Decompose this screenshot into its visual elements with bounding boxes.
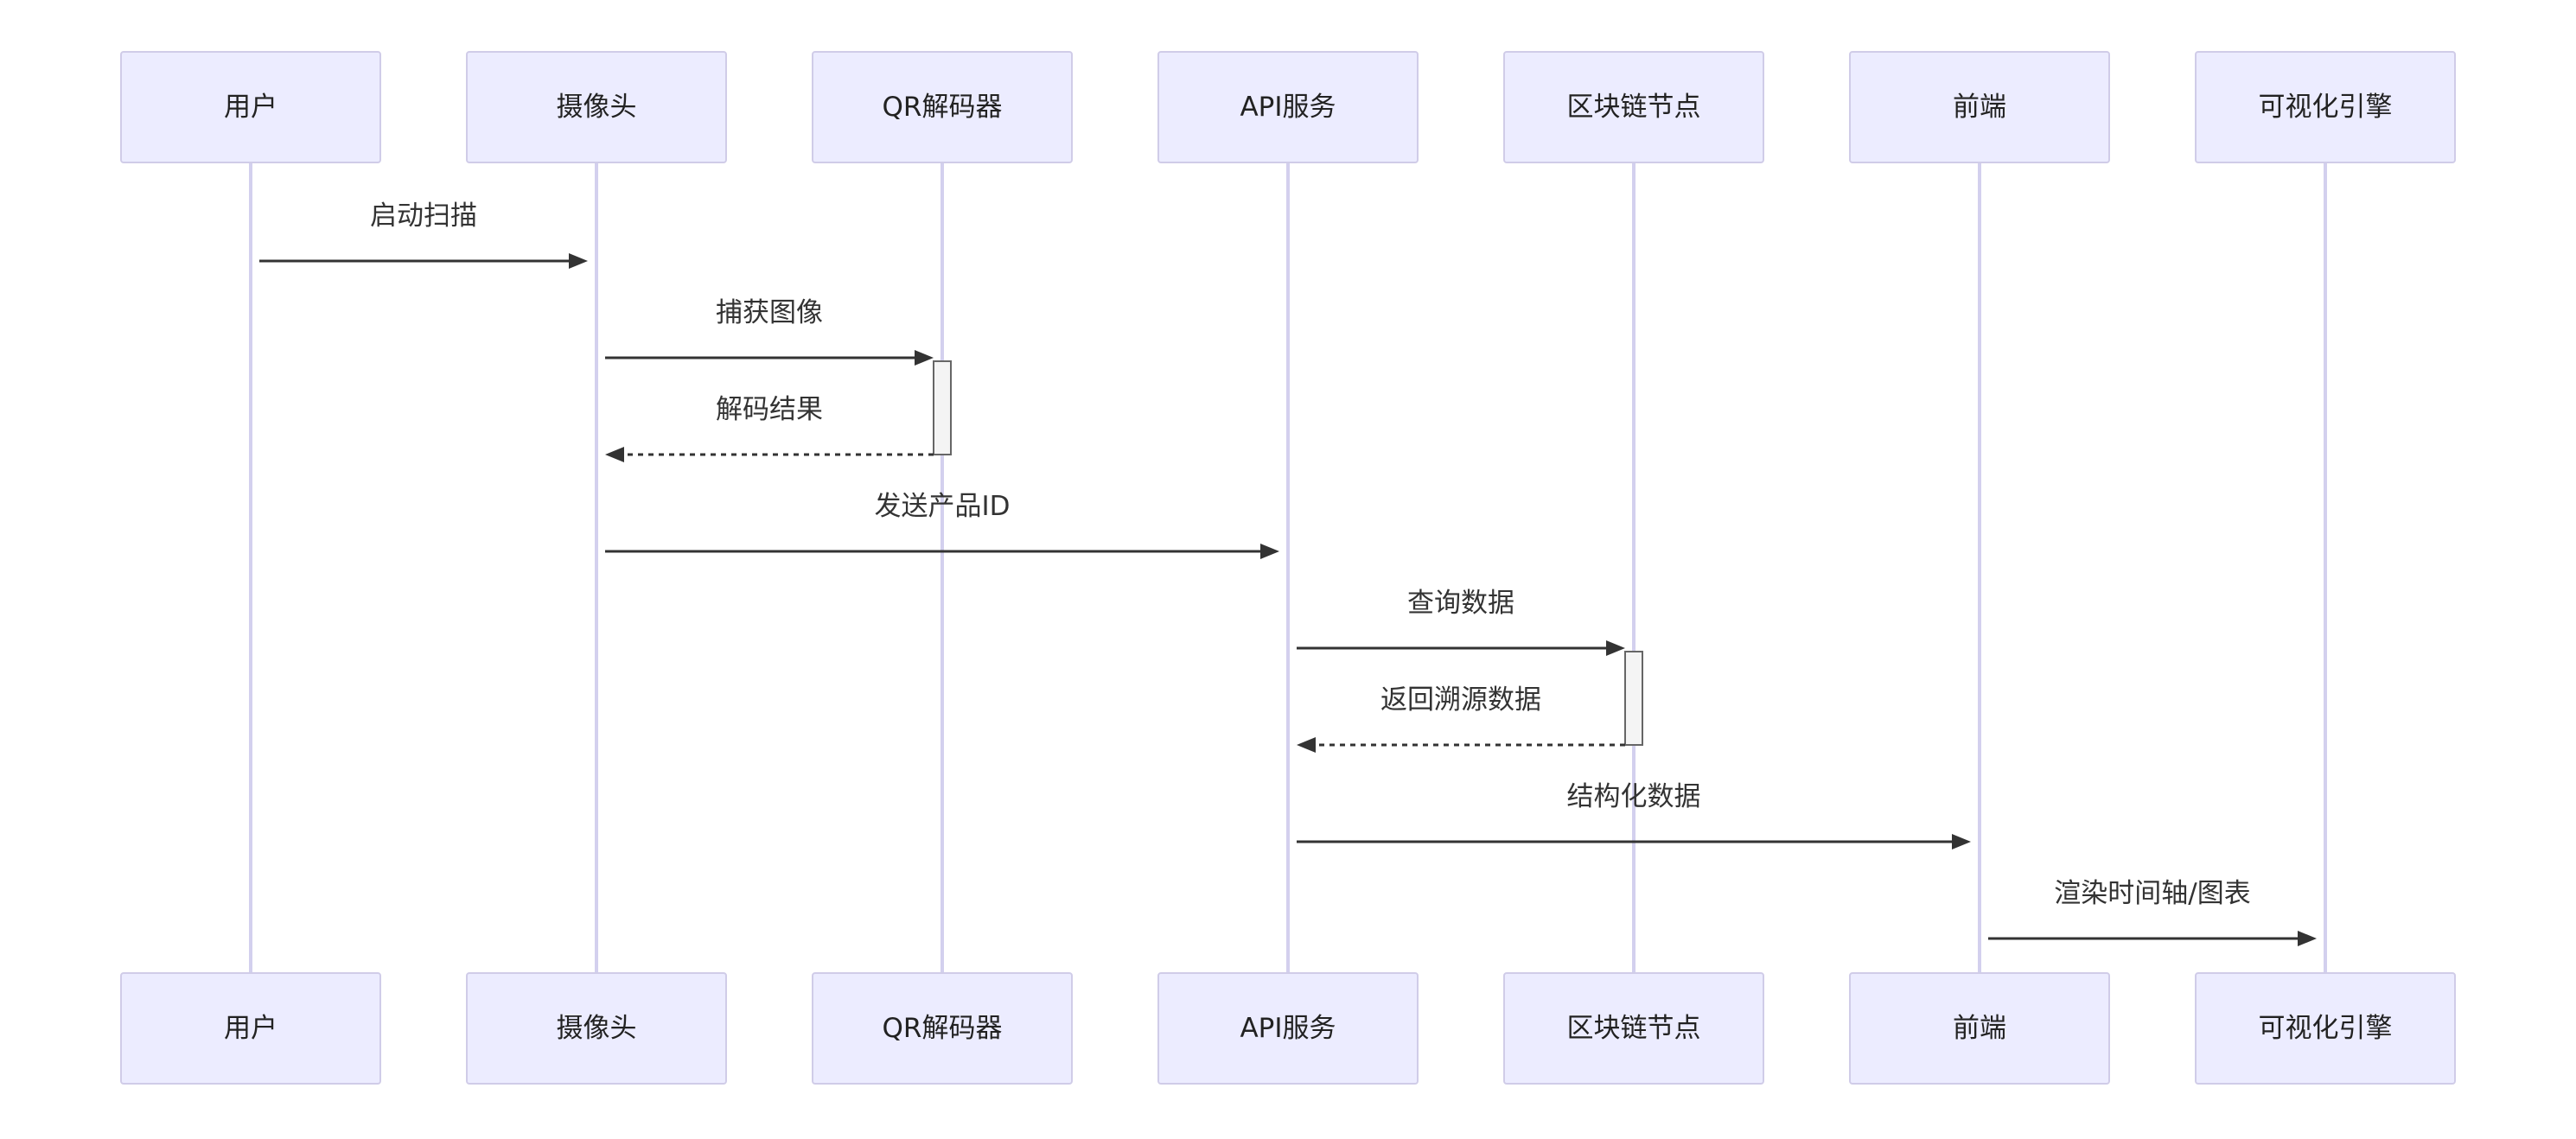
lifelines (249, 162, 2327, 973)
actor-box (120, 51, 381, 163)
actor-label: 区块链节点 (1567, 92, 1701, 123)
actor-camera-bottom: 摄像头 (466, 972, 727, 1085)
activation-bar-chain (1624, 651, 1643, 746)
actor-label: 用户 (224, 92, 277, 123)
arrowhead-icon (1606, 640, 1625, 656)
actor-box (466, 972, 727, 1085)
actor-label: QR解码器 (883, 1013, 1003, 1044)
actor-api-top: API服务 (1157, 51, 1419, 163)
actor-box (466, 51, 727, 163)
actor-user-top: 用户 (120, 51, 381, 163)
actor-label: 区块链节点 (1567, 1013, 1701, 1044)
actor-box (1157, 51, 1419, 163)
message-label: 捕获图像 (716, 297, 823, 328)
actor-box (2195, 51, 2456, 163)
message-5: 返回溯源数据 (1297, 684, 1625, 753)
arrowhead-icon (915, 350, 934, 366)
message-1: 捕获图像 (605, 297, 934, 366)
actor-box (2195, 972, 2456, 1085)
actor-chain-top: 区块链节点 (1503, 51, 1764, 163)
arrowhead-icon (605, 447, 624, 462)
activations (933, 360, 1643, 746)
actor-label: 用户 (224, 1013, 277, 1044)
actor-label: QR解码器 (883, 92, 1003, 123)
actor-label: 前端 (1953, 1013, 2006, 1044)
actor-box (1849, 972, 2110, 1085)
actor-box (1157, 972, 1419, 1085)
actor-label: 摄像头 (557, 1013, 637, 1044)
message-label: 解码结果 (716, 394, 823, 425)
actor-box (120, 972, 381, 1085)
actors-top: 用户 摄像头 QR解码器 API服务 区块链节点 前端 可视化引擎 (120, 51, 2456, 163)
actor-camera-top: 摄像头 (466, 51, 727, 163)
actor-box (1849, 51, 2110, 163)
actors-bottom: 用户 摄像头 QR解码器 API服务 区块链节点 前端 可视化引擎 (120, 972, 2456, 1085)
actor-label: 前端 (1953, 92, 2006, 123)
message-label: 返回溯源数据 (1380, 684, 1541, 716)
actor-viz-top: 可视化引擎 (2195, 51, 2456, 163)
actor-viz-bottom: 可视化引擎 (2195, 972, 2456, 1085)
arrowhead-icon (2298, 931, 2317, 946)
activation-bar-qr (933, 360, 952, 455)
arrowhead-icon (1260, 544, 1279, 559)
message-0: 启动扫描 (259, 200, 588, 269)
actor-box (1503, 972, 1764, 1085)
arrowhead-icon (569, 253, 588, 269)
message-label: 结构化数据 (1567, 781, 1701, 812)
message-label: 启动扫描 (370, 200, 477, 232)
actor-frontend-bottom: 前端 (1849, 972, 2110, 1085)
actor-label: API服务 (1240, 1013, 1336, 1044)
actor-chain-bottom: 区块链节点 (1503, 972, 1764, 1085)
message-6: 结构化数据 (1297, 781, 1971, 849)
actor-qr-bottom: QR解码器 (812, 972, 1073, 1085)
actor-user-bottom: 用户 (120, 972, 381, 1085)
message-label: 发送产品ID (874, 491, 1010, 522)
message-3: 发送产品ID (605, 491, 1279, 559)
message-7: 渲染时间轴/图表 (1988, 878, 2317, 946)
actor-label: API服务 (1240, 92, 1336, 123)
actor-box (812, 972, 1073, 1085)
actor-label: 可视化引擎 (2259, 1013, 2393, 1044)
arrowhead-icon (1297, 737, 1316, 753)
message-4: 查询数据 (1297, 588, 1625, 656)
actor-box (1503, 51, 1764, 163)
actor-api-bottom: API服务 (1157, 972, 1419, 1085)
actor-label: 可视化引擎 (2259, 92, 2393, 123)
message-label: 查询数据 (1407, 588, 1514, 619)
actor-label: 摄像头 (557, 92, 637, 123)
arrowhead-icon (1952, 834, 1971, 849)
actor-box (812, 51, 1073, 163)
message-2: 解码结果 (605, 394, 934, 462)
message-label: 渲染时间轴/图表 (2054, 878, 2250, 909)
actor-frontend-top: 前端 (1849, 51, 2110, 163)
actor-qr-top: QR解码器 (812, 51, 1073, 163)
